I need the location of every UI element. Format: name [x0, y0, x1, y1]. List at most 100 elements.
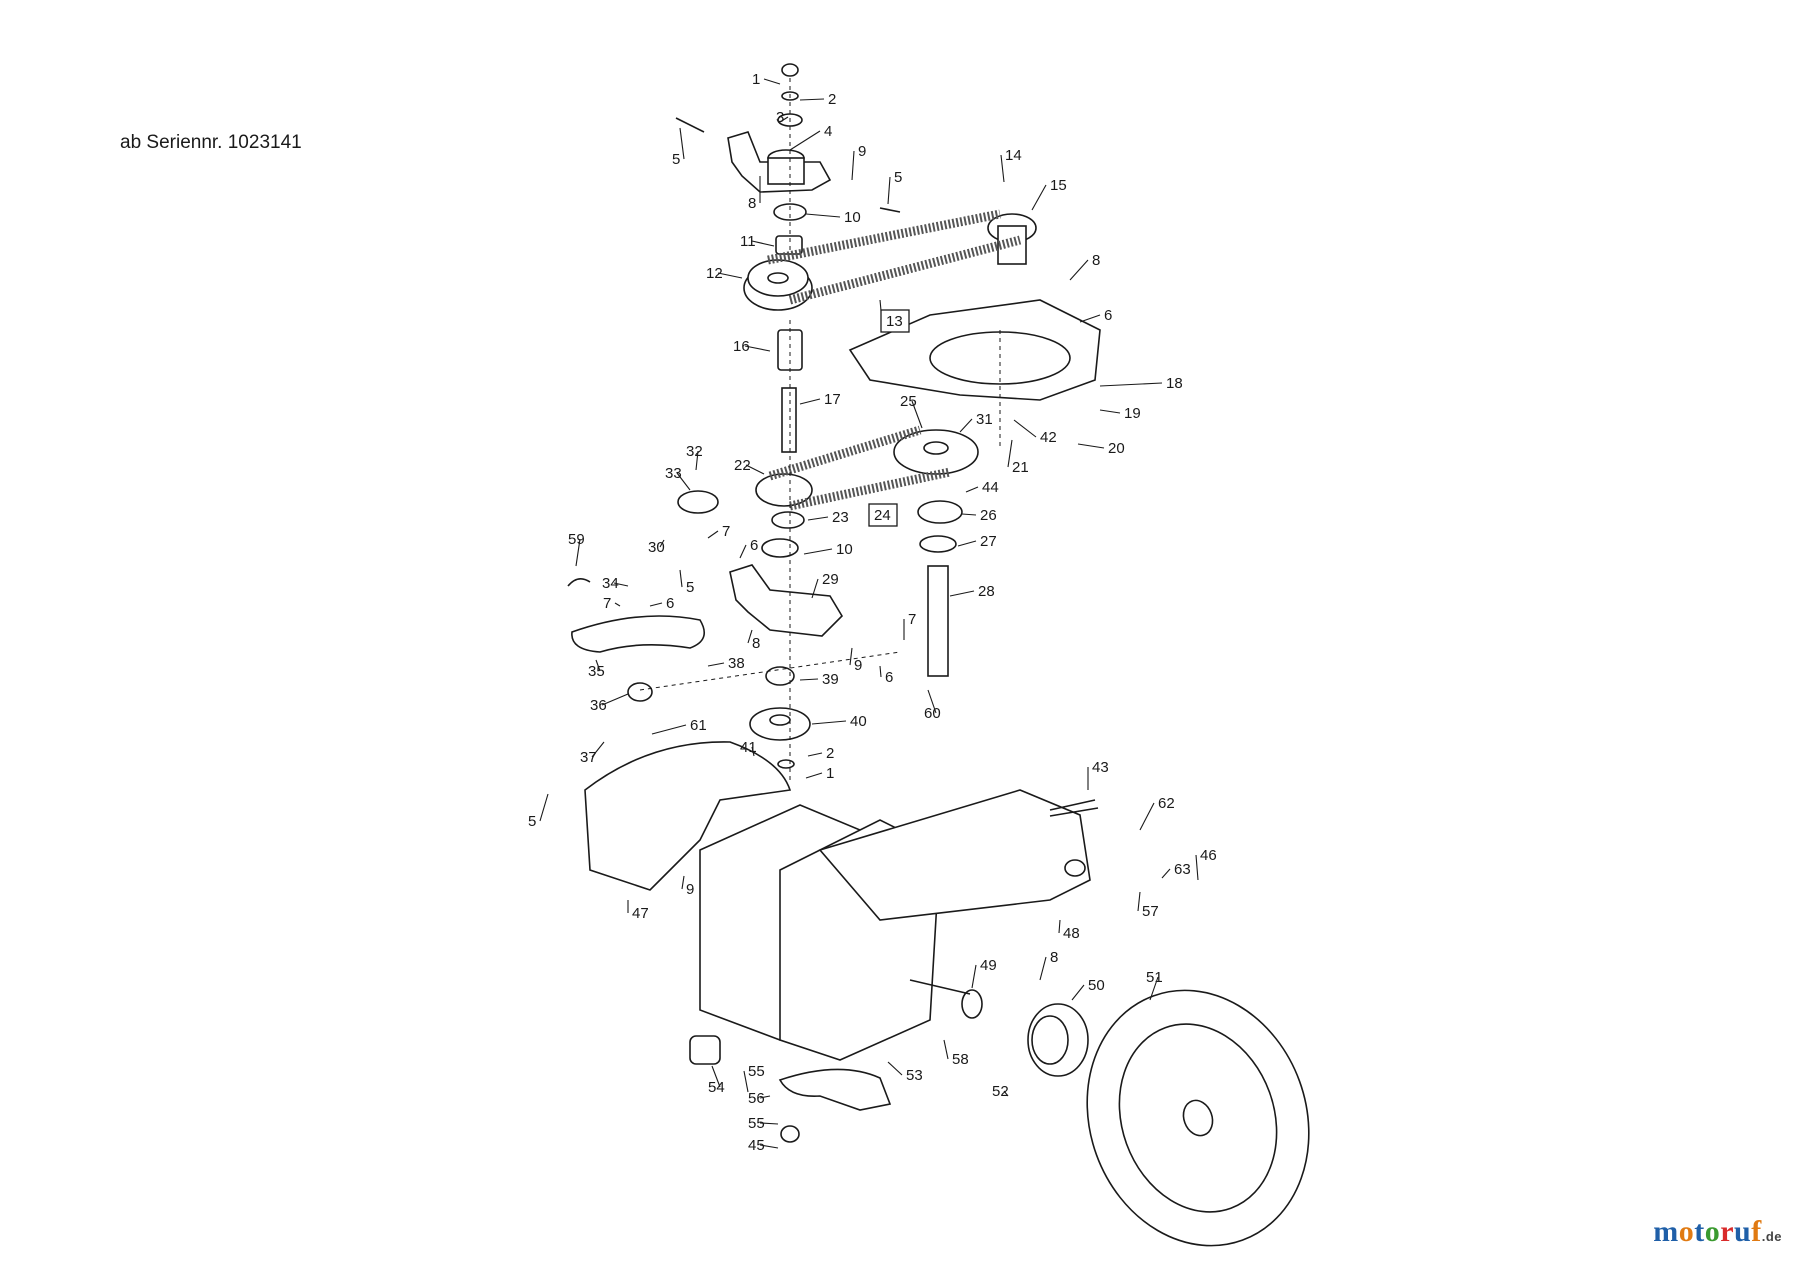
callout-number: 33 — [665, 465, 682, 482]
callout-number: 37 — [580, 749, 597, 766]
callout-number: 45 — [748, 1137, 765, 1154]
callout-leader — [744, 345, 771, 352]
callout-leader — [807, 516, 829, 521]
callout-leader — [1039, 956, 1047, 981]
callout-number: 22 — [734, 457, 751, 474]
callout-number: 6 — [750, 537, 758, 554]
callout-leader — [751, 240, 775, 247]
callout-leader — [927, 689, 937, 714]
part-worm-shaft — [927, 565, 949, 677]
callout-leader — [887, 176, 891, 205]
callout-box — [868, 503, 898, 527]
part-sleeve — [775, 235, 803, 255]
part-mounting-plate — [848, 299, 1101, 401]
callout-leader — [957, 540, 977, 547]
callout-number: 39 — [822, 671, 839, 688]
callout-number: 60 — [924, 705, 941, 722]
callout-leader — [1099, 382, 1163, 387]
callout-leader — [707, 662, 725, 667]
part-frame-arm — [818, 789, 1091, 921]
part-pin-43 — [1049, 807, 1099, 817]
callout-number: 5 — [686, 579, 694, 596]
callout-leader — [1003, 1090, 1009, 1097]
callout-leader — [595, 659, 601, 672]
logo-letter: f — [1751, 1215, 1762, 1248]
callout-leader — [805, 213, 841, 218]
callout-leader — [759, 1122, 779, 1125]
callout-number: 3 — [776, 109, 784, 126]
callout-number: 43 — [1092, 759, 1109, 776]
callout-leader — [971, 964, 977, 989]
part-axle-shaft — [909, 979, 971, 995]
callout-number: 8 — [1092, 252, 1100, 269]
callout-leader — [1000, 154, 1005, 183]
callout-number: 44 — [982, 479, 999, 496]
callout-number: 15 — [1050, 177, 1067, 194]
callout-leader — [961, 513, 977, 516]
callout-leader — [887, 1061, 903, 1076]
callout-leader — [911, 400, 923, 429]
logo-suffix: .de — [1761, 1229, 1782, 1244]
callout-number: 1 — [826, 765, 834, 782]
callout-number: 10 — [844, 209, 861, 226]
callout-leader — [851, 150, 855, 181]
callout-leader — [1058, 919, 1061, 934]
part-bolt — [675, 117, 705, 133]
callout-number: 61 — [690, 717, 707, 734]
callout-number: 14 — [1005, 147, 1022, 164]
callout-number: 5 — [528, 813, 536, 830]
logo-wordmark: motoruf — [1653, 1215, 1762, 1248]
callout-number: 30 — [648, 539, 665, 556]
callout-leader — [803, 548, 833, 555]
callout-leader — [539, 793, 549, 822]
second-belt-group — [755, 425, 979, 511]
part-bearing-33 — [677, 490, 719, 514]
callout-number: 12 — [706, 265, 723, 282]
callout-number: 11 — [740, 233, 756, 250]
callout-number: 63 — [1174, 861, 1191, 878]
part-drive-pulley-top — [747, 259, 809, 297]
callout-leader — [1031, 184, 1047, 211]
callout-leader — [849, 647, 853, 666]
callout-leader — [575, 538, 581, 567]
callout-number: 42 — [1040, 429, 1057, 446]
callout-number: 50 — [1088, 977, 1105, 994]
part-seal-49 — [961, 989, 983, 1019]
callout-number: 10 — [836, 541, 853, 558]
callout-leader — [707, 530, 719, 539]
callout-leader — [943, 1039, 949, 1060]
logo-letter: o — [1704, 1215, 1721, 1248]
callout-leader — [1071, 984, 1085, 1001]
top-bracket-group — [675, 63, 901, 255]
callout-number: 18 — [1166, 375, 1183, 392]
part-link-56 — [778, 1068, 892, 1111]
callout-leader — [613, 582, 629, 587]
callout-leader — [601, 693, 629, 706]
callout-number: 25 — [900, 393, 917, 410]
callout-leader — [679, 569, 683, 588]
callout-number: 55 — [748, 1115, 765, 1132]
callout-number: 49 — [980, 957, 997, 974]
callout-leader — [591, 741, 605, 758]
gearbox-frame-group — [699, 789, 1096, 1061]
motoruf-logo: motoruf.de — [1653, 1215, 1782, 1249]
part-spacer-39 — [765, 666, 795, 686]
callout-number: 16 — [733, 338, 750, 355]
callout-number: 47 — [632, 905, 649, 922]
callout-number: 8 — [752, 635, 760, 652]
callout-leader — [1077, 443, 1105, 449]
callout-number: 59 — [568, 531, 585, 548]
callout-number: 2 — [826, 745, 834, 762]
callout-number: 29 — [822, 571, 839, 588]
part-wheel-center — [1182, 1099, 1214, 1137]
callout-number: 7 — [908, 611, 916, 628]
callout-number: 4 — [824, 123, 832, 140]
callout-number: 31 — [976, 411, 993, 428]
callout-number: 56 — [748, 1090, 765, 1107]
callout-number: 62 — [1158, 795, 1175, 812]
callout-number: 27 — [980, 533, 997, 550]
callout-number: 46 — [1200, 847, 1217, 864]
callout-number: 41 — [740, 739, 757, 756]
